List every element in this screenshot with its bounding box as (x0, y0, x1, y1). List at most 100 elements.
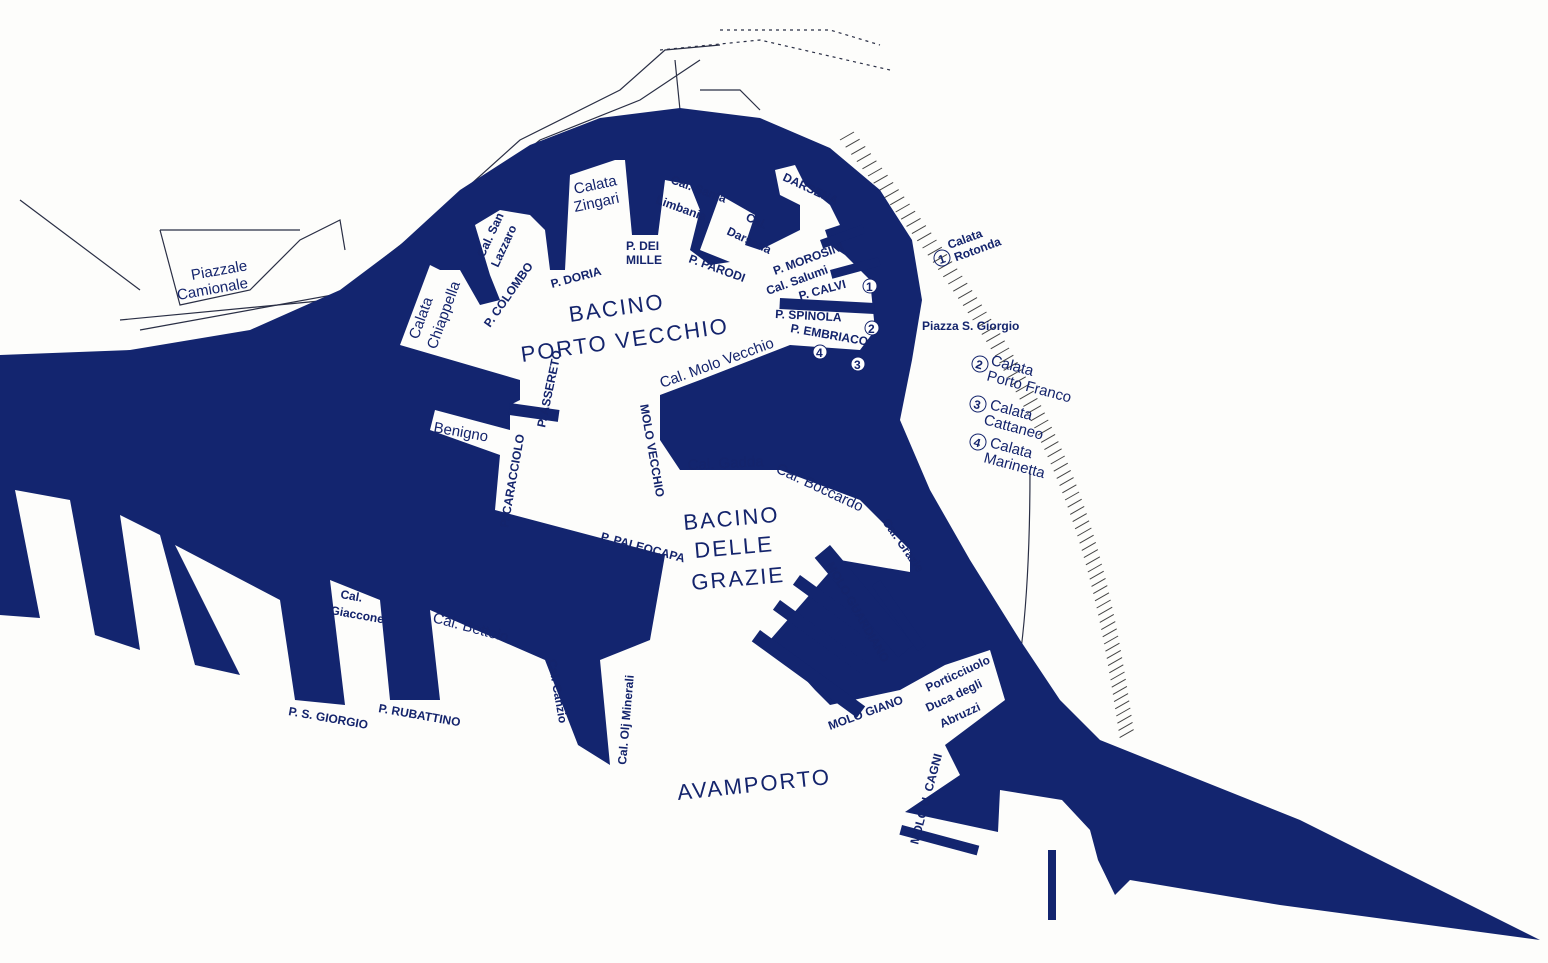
hatch-mark (1097, 606, 1113, 616)
label-piazza-s-giorgio: Piazza S. Giorgio (922, 319, 1019, 333)
port-quays (0, 108, 1540, 940)
hatch-mark (1116, 707, 1131, 717)
hatch-mark (1050, 455, 1065, 465)
hatch-mark (994, 347, 1010, 357)
label-giaccone-1: Cal. (339, 587, 363, 605)
hatch-mark (1011, 376, 1026, 386)
hatch-mark (1106, 649, 1122, 659)
quay-marker-3 (850, 356, 866, 372)
label-dei-mille-1: P. DEI (626, 239, 659, 253)
label-p-rubattino: P. RUBATTINO (377, 701, 461, 729)
hatch-mark (1069, 505, 1085, 515)
hatch-mark (1030, 412, 1045, 422)
hatch-mark (957, 289, 973, 299)
hatch-mark (911, 225, 927, 235)
hatch-mark (1081, 541, 1097, 551)
hatch-mark (1062, 484, 1077, 494)
hatch-mark (1096, 599, 1111, 609)
hatch-mark (856, 153, 872, 163)
basin-grazie-line1: BACINO (682, 502, 780, 535)
hatch-mark (1102, 628, 1117, 638)
hatch-mark (927, 246, 943, 256)
hatch-mark (1026, 405, 1042, 415)
hatch-mark (884, 189, 899, 199)
legend-number: 3 (972, 397, 982, 412)
hatch-mark (1109, 664, 1124, 674)
hatch-mark (1118, 721, 1133, 731)
hatch-mark (990, 340, 1005, 350)
hatch-mark (1091, 577, 1106, 587)
hatch-mark (948, 275, 963, 285)
label-p-embriaco: P. EMBRIACO (789, 321, 869, 348)
hatch-mark (1112, 685, 1128, 695)
basin-grazie-line2: DELLE (693, 531, 775, 563)
legend-item-1: 1 Calata Rotonda (933, 226, 1003, 267)
hatch-mark (1110, 671, 1125, 681)
hatch-mark (1064, 491, 1080, 501)
quay-marker-1-number: 1 (866, 280, 873, 294)
hatch-mark (1077, 527, 1092, 537)
quay-markers: 1 2 3 4 (812, 278, 880, 372)
hatch-mark (889, 196, 905, 206)
hatch-mark (1072, 513, 1087, 523)
label-giaccone-2: Giaccone (329, 603, 385, 626)
hatch-mark (1037, 426, 1052, 436)
hatch-mark (873, 174, 888, 184)
hatch-mark (922, 239, 937, 249)
basin-avamporto: AVAMPORTO (676, 764, 832, 805)
quay-marker-2-number: 2 (868, 322, 875, 336)
basin-porto-vecchio-line1: BACINO (567, 289, 666, 327)
legend-number: 1 (936, 251, 947, 267)
legend-number: 4 (972, 435, 982, 450)
hatch-mark (1114, 700, 1130, 710)
hatch-mark (932, 253, 948, 263)
hatch-mark (845, 138, 860, 148)
hatch-mark (1059, 477, 1074, 487)
hatch-mark (895, 203, 910, 213)
hatch-mark (1111, 678, 1126, 688)
hatch-mark (1074, 520, 1090, 530)
hatch-mark (1083, 549, 1099, 559)
hatch-mark (967, 304, 983, 314)
label-cal-olii-minerali: Cal. Olj Minerali (615, 674, 637, 765)
legend-number: 2 (974, 357, 984, 372)
hatch-mark (999, 354, 1014, 364)
hatch-mark (1119, 729, 1134, 739)
hatch-mark (1117, 714, 1132, 724)
hatch-mark (1093, 585, 1108, 595)
hatch-mark (1040, 433, 1056, 443)
hatch-mark (900, 210, 916, 220)
hatch-mark (1101, 621, 1116, 631)
hatch-mark (1079, 534, 1094, 544)
hatch-mark (1113, 693, 1129, 703)
hatch-mark (906, 217, 921, 227)
hatch-mark (962, 297, 978, 307)
quay-marker-4-number: 4 (816, 346, 823, 360)
hatch-mark (917, 232, 932, 242)
hatch-mark (1105, 642, 1120, 652)
hatch-mark (986, 333, 1001, 343)
hatch-mark (1067, 498, 1082, 508)
hatch-mark (878, 181, 894, 191)
label-dei-mille-2: MILLE (626, 253, 662, 267)
quay-marker-3-number: 3 (854, 358, 861, 372)
label-p-caracciolo: P. CARACCIOLO (497, 433, 527, 528)
label-cal-gadda: Cal. Gadda (687, 453, 764, 474)
hatch-mark (1015, 383, 1030, 393)
hatch-mark (976, 318, 992, 328)
hatch-mark (953, 282, 968, 292)
quay-marker-1 (862, 278, 878, 294)
hatch-mark (1007, 369, 1022, 379)
piers (508, 224, 1056, 920)
hatch-mark (1094, 592, 1110, 602)
hatch-mark (1085, 556, 1101, 566)
hatch-mark (862, 160, 877, 170)
label-p-s-giorgio: P. S. GIORGIO (287, 704, 369, 732)
hatch-mark (1044, 441, 1059, 451)
label-p-parodi: P. PARODI (687, 252, 747, 285)
hatch-mark (1034, 419, 1049, 429)
quay-marker-2 (864, 320, 880, 336)
hatch-mark (850, 145, 866, 155)
hatched-shore (839, 131, 1134, 739)
